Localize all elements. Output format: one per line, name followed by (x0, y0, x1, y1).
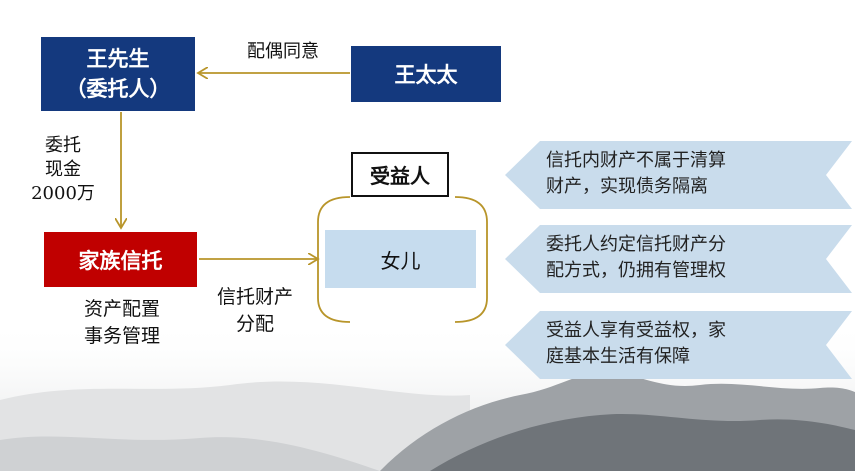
beneficiary-header-label: 受益人 (370, 164, 430, 188)
callout-1: 信托内财产不属于清算 财产，实现债务隔离 (546, 148, 726, 200)
callout-3-line-1: 受益人享有受益权，家 (546, 320, 726, 341)
callout-2: 委托人约定信托财产分 配方式，仍拥有管理权 (546, 232, 726, 284)
family-trust-label: 家族信托 (78, 247, 163, 273)
callout-3: 受益人享有受益权，家 庭基本生活有保障 (546, 318, 726, 370)
cash-contribution-label: 委托 现金 2000万 (18, 134, 108, 206)
beneficiary-right-brace (454, 196, 488, 323)
callout-shape-1 (505, 141, 852, 209)
cash-line-3: 2000万 (31, 183, 95, 204)
spouse-box: 王太太 (351, 46, 501, 102)
settlor-name: 王先生 (86, 46, 150, 71)
trust-duty-line-2: 事务管理 (83, 325, 160, 347)
settlor-box: 王先生 （委托人） (41, 37, 195, 111)
distribution-line-2: 分配 (235, 313, 274, 335)
daughter-label: 女儿 (380, 248, 421, 273)
daughter-box: 女儿 (325, 230, 476, 288)
trust-duty-line-1: 资产配置 (83, 298, 160, 320)
settlor-role: （委托人） (65, 76, 171, 101)
callout-2-line-1: 委托人约定信托财产分 (546, 234, 726, 255)
cash-line-1: 委托 (45, 135, 81, 156)
callout-1-line-2: 财产，实现债务隔离 (546, 176, 708, 197)
callout-2-line-2: 配方式，仍拥有管理权 (546, 260, 726, 281)
callout-1-line-1: 信托内财产不属于清算 (546, 150, 726, 171)
spouse-consent-label: 配偶同意 (247, 41, 319, 62)
distribution-label: 信托财产 分配 (200, 284, 310, 338)
trust-duty-label: 资产配置 事务管理 (62, 296, 182, 350)
beneficiary-left-brace (317, 196, 351, 323)
callout-shape-3 (505, 311, 852, 379)
beneficiary-header: 受益人 (351, 152, 449, 197)
cash-line-2: 现金 (45, 159, 81, 180)
spouse-name: 王太太 (394, 62, 458, 87)
callout-shape-2 (505, 225, 852, 293)
distribution-line-1: 信托财产 (216, 286, 293, 308)
callout-3-line-2: 庭基本生活有保障 (546, 346, 690, 367)
family-trust-box: 家族信托 (44, 232, 197, 287)
